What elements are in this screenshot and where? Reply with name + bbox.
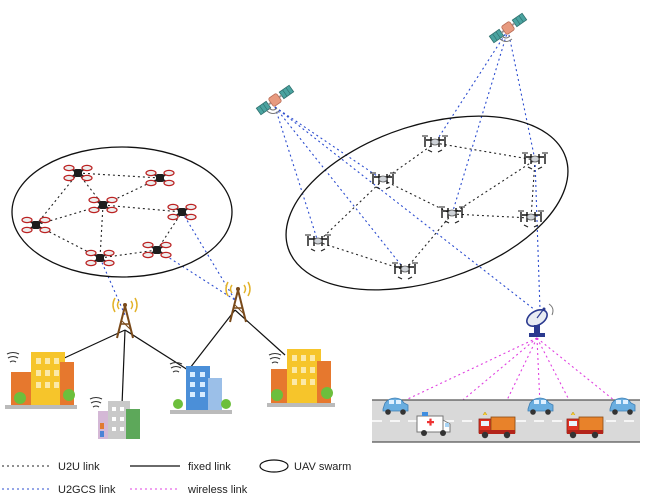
legend-item-swarm: UAV swarm [259, 459, 351, 473]
building-icon [5, 351, 77, 409]
legend-item-wireless: wireless link [130, 484, 248, 496]
quadcopter-drone-icon [369, 172, 397, 190]
satellite-icon [488, 11, 528, 45]
building-icon [267, 349, 335, 407]
left-swarm-drones [21, 164, 197, 267]
building-icon [169, 361, 232, 414]
right-uav-swarm [285, 115, 569, 291]
quadcopter-drone-icon [85, 249, 115, 267]
satellite-icon [255, 83, 295, 117]
legend-label-u2gcs: U2GCS link [58, 484, 116, 496]
quadcopter-drone-icon [517, 210, 545, 228]
legend-item-u2gcs: U2GCS link [2, 484, 116, 496]
left-uav-swarm [11, 146, 233, 278]
ground-control-dish-icon [526, 303, 554, 337]
quadcopter-drone-icon [63, 164, 93, 182]
legend-item-u2u: U2U link [2, 461, 100, 473]
legend-label-u2u: U2U link [58, 461, 100, 473]
legend-label-swarm: UAV swarm [294, 461, 351, 473]
quadcopter-drone-icon [167, 203, 197, 221]
legend-item-fixed: fixed link [130, 461, 231, 473]
legend-label-wireless: wireless link [187, 484, 248, 496]
quadcopter-drone-icon [21, 216, 51, 234]
legend-label-fixed: fixed link [188, 461, 231, 473]
quadcopter-drone-icon [304, 234, 332, 252]
quadcopter-drone-icon [142, 241, 172, 259]
quadcopter-drone-icon [391, 262, 419, 280]
quadcopter-drone-icon [145, 169, 175, 187]
legend: U2U link fixed link UAV swarm U2GCS link… [2, 459, 351, 496]
building-icon [89, 396, 140, 439]
left-u2u-links [35, 172, 183, 259]
right-u2u-links [317, 142, 536, 271]
fixed-links [59, 309, 286, 406]
